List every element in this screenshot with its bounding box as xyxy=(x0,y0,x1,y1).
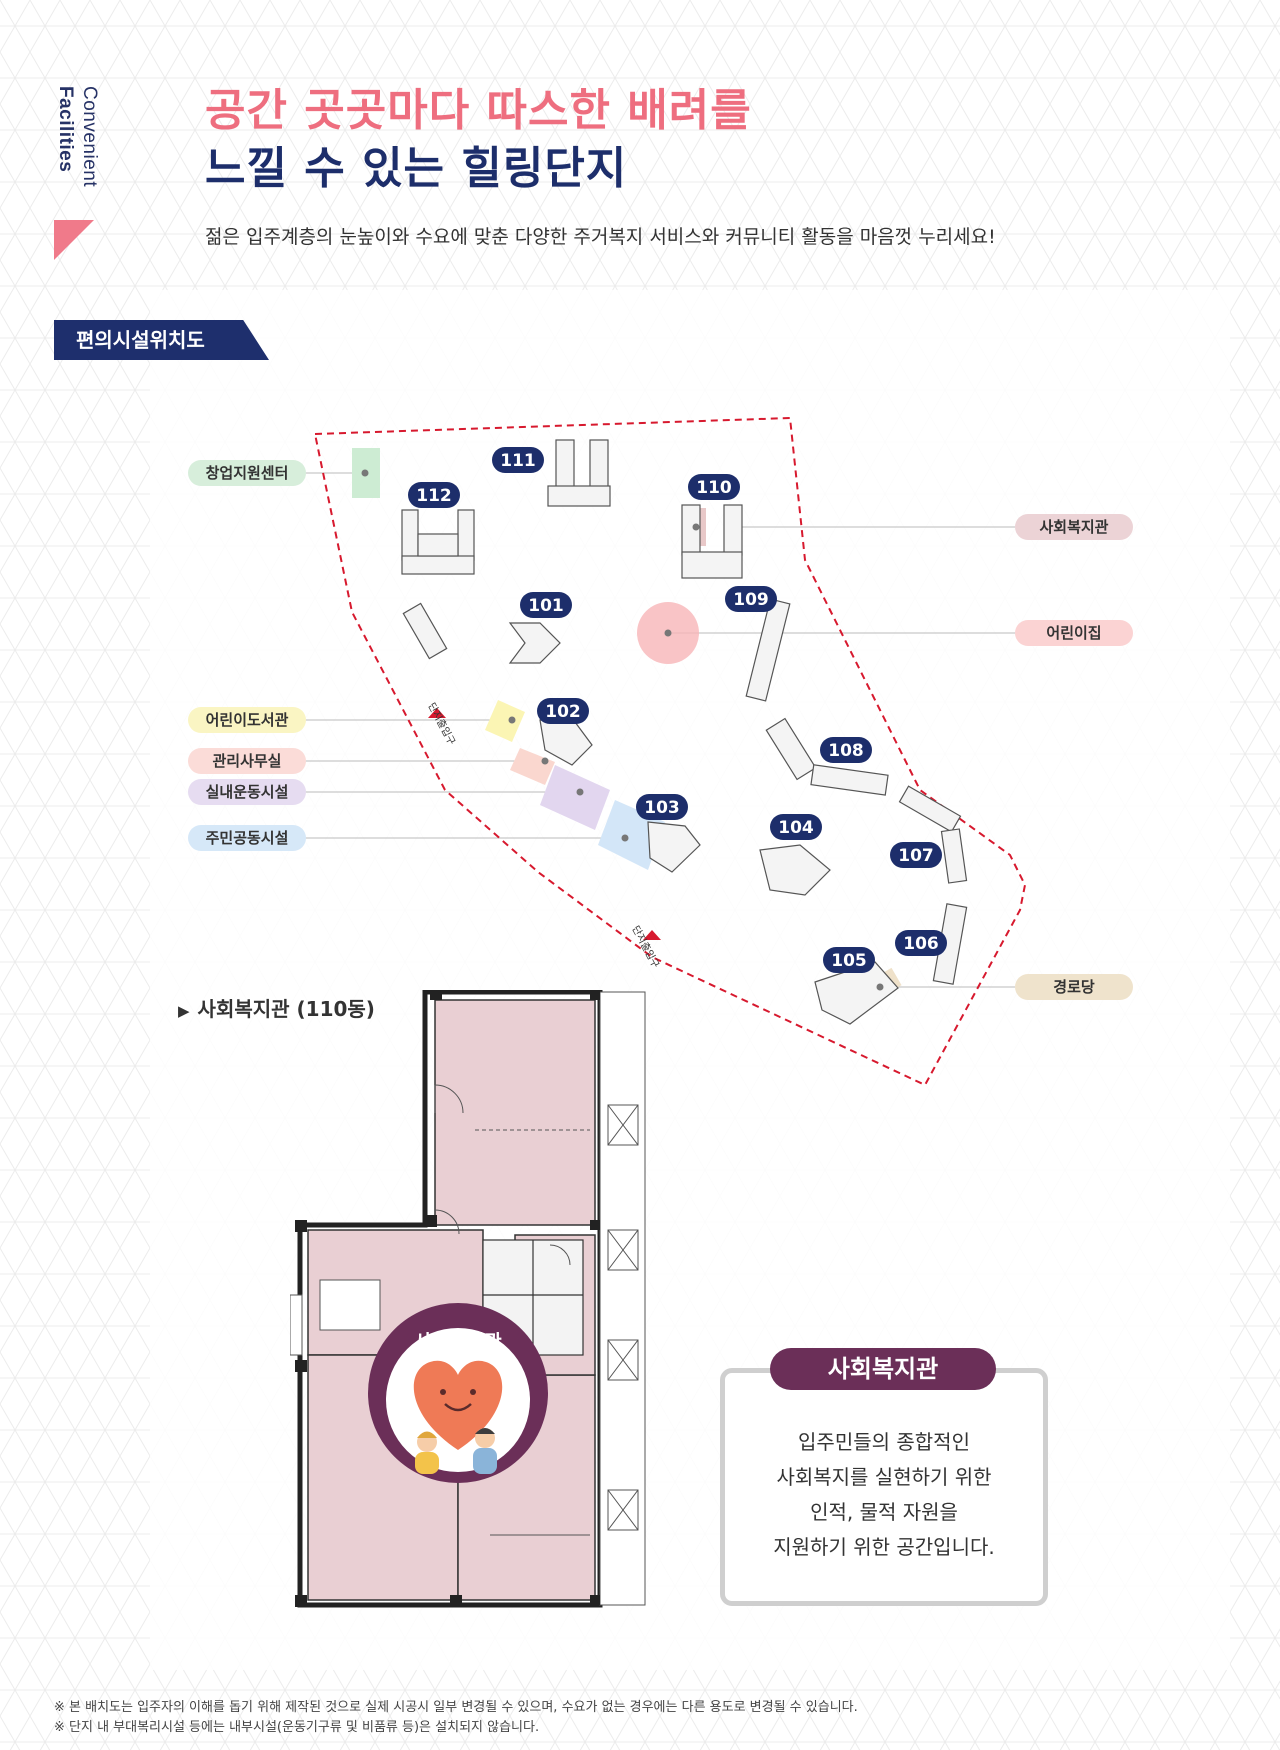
building-110 xyxy=(681,504,743,579)
svg-text:107: 107 xyxy=(898,846,934,866)
building-102 xyxy=(539,719,593,766)
couple-illustration xyxy=(415,1428,497,1474)
footnote: ※ 본 배치도는 입주자의 이해를 돕기 위해 제작된 것으로 실제 시공시 일… xyxy=(54,1700,858,1715)
heart-icon xyxy=(413,1360,503,1450)
pill-109: 109 xyxy=(725,586,777,612)
svg-text:108: 108 xyxy=(828,741,864,761)
pill-111: 111 xyxy=(492,447,544,473)
svg-text:111: 111 xyxy=(500,451,536,471)
page-subtitle: 젊은 입주계층의 눈높이와 수요에 맞춘 다양한 주거복지 서비스와 커뮤니티 … xyxy=(205,226,996,248)
svg-text:단지출입구: 단지출입구 xyxy=(629,923,662,970)
building-104 xyxy=(759,844,831,896)
svg-text:102: 102 xyxy=(545,702,581,722)
page-title: 공간 곳곳마다 따스한 배려를 느낄 수 있는 힐링단지 xyxy=(205,82,752,198)
building-111 xyxy=(547,439,611,507)
svg-text:단지출입구: 단지출입구 xyxy=(425,700,458,747)
facility-senior-center: 경로당 xyxy=(1015,974,1133,1000)
welfare-badge: 사회복지관 xyxy=(368,1303,548,1483)
building-108 xyxy=(765,717,889,796)
pill-102: 102 xyxy=(537,698,589,724)
side-label-line2: Facilities xyxy=(55,86,76,173)
pill-106: 106 xyxy=(895,930,947,956)
facility-management-office: 관리사무실 xyxy=(188,748,306,774)
facility-indoor-gym: 실내운동시설 xyxy=(188,779,306,805)
footnote: ※ 단지 내 부대복리시설 등에는 내부시설(운동기구류 및 비품류 등)은 설… xyxy=(54,1720,540,1735)
entrance-marker-2: 단지출입구 xyxy=(629,923,662,970)
description-title: 사회복지관 xyxy=(770,1348,996,1390)
pill-103: 103 xyxy=(636,794,688,820)
section-tag: 편의시설위치도 xyxy=(54,320,269,360)
svg-text:112: 112 xyxy=(416,486,452,506)
facility-community-center: 주민공동시설 xyxy=(188,825,306,851)
triangle-icon: ▶ xyxy=(178,1002,190,1020)
description-line: 사회복지를 실현하기 위한 xyxy=(776,1465,992,1489)
title-line1: 공간 곳곳마다 따스한 배려를 xyxy=(205,85,752,136)
pink-flag-decoration xyxy=(54,220,94,260)
svg-text:103: 103 xyxy=(644,798,680,818)
footnotes: ※ 본 배치도는 입주자의 이해를 돕기 위해 제작된 것으로 실제 시공시 일… xyxy=(54,1698,858,1738)
pill-110: 110 xyxy=(688,474,740,500)
pill-112: 112 xyxy=(408,482,460,508)
svg-text:110: 110 xyxy=(696,478,732,498)
side-label: Convenient Facilities xyxy=(52,86,100,196)
pill-101: 101 xyxy=(520,592,572,618)
description-line: 입주민들의 종합적인 xyxy=(798,1430,970,1454)
svg-text:105: 105 xyxy=(831,951,867,971)
pill-104: 104 xyxy=(770,814,822,840)
facility-startup-center: 창업지원센터 xyxy=(188,460,306,486)
description-line: 인적, 물적 자원을 xyxy=(810,1500,958,1524)
building-101 xyxy=(508,622,561,664)
site-boundary xyxy=(313,416,1027,1087)
facility-social-welfare: 사회복지관 xyxy=(1015,514,1133,540)
facility-daycare: 어린이집 xyxy=(1015,620,1133,646)
side-label-line1: Convenient xyxy=(79,86,100,188)
svg-text:101: 101 xyxy=(528,596,564,616)
pill-107: 107 xyxy=(890,842,942,868)
svg-text:104: 104 xyxy=(778,818,814,838)
description-line: 지원하기 위한 공간입니다. xyxy=(773,1535,995,1559)
floorplan-heading: ▶ 사회복지관 (110동) xyxy=(178,993,375,1022)
description-box xyxy=(720,1368,1048,1606)
svg-text:106: 106 xyxy=(903,934,939,954)
building-107 xyxy=(898,785,968,884)
building-109 xyxy=(745,598,791,702)
pill-108: 108 xyxy=(820,737,872,763)
title-line2: 느낄 수 있는 힐링단지 xyxy=(205,143,628,194)
badge-label: 사회복지관 xyxy=(414,1331,502,1353)
floorplan-heading-label: 사회복지관 (110동) xyxy=(197,997,375,1021)
building-112 xyxy=(401,509,475,575)
entrance-marker-1: 단지출입구 xyxy=(425,700,458,747)
facility-children-library: 어린이도서관 xyxy=(188,707,306,733)
description-text: 입주민들의 종합적인 사회복지를 실현하기 위한 인적, 물적 자원을 지원하기… xyxy=(725,1425,1043,1565)
svg-text:109: 109 xyxy=(733,590,769,610)
pill-105: 105 xyxy=(823,947,875,973)
building-103 xyxy=(647,821,701,873)
